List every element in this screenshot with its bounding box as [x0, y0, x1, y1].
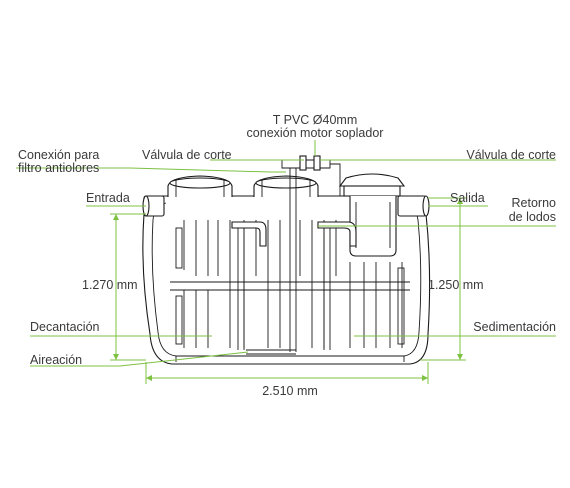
leader-lines	[16, 140, 556, 384]
manhole-left	[167, 175, 233, 197]
label-length: 2.510 mm	[262, 384, 318, 398]
inlet-pipe	[142, 195, 165, 217]
manhole-center	[253, 175, 319, 197]
label-conexion-motor: conexión motor soplador	[247, 126, 384, 140]
label-sedimentacion: Sedimentación	[473, 320, 556, 334]
label-filtro-antiolores: filtro antiolores	[18, 161, 99, 175]
label-conexion-para: Conexión para	[18, 148, 99, 162]
label-t-pvc: T PVC Ø40mm	[273, 113, 358, 127]
label-aireacion: Aireación	[30, 353, 82, 367]
label-height-right: 1.250 mm	[428, 278, 484, 292]
label-entrada: Entrada	[86, 191, 130, 205]
label-retorno: Retorno	[512, 196, 557, 210]
label-height-left: 1.270 mm	[82, 278, 138, 292]
label-valvula-right: Válvula de corte	[466, 148, 556, 162]
label-valvula-left: Válvula de corte	[142, 148, 232, 162]
outlet-pipe	[397, 195, 430, 217]
label-salida: Salida	[450, 191, 485, 205]
labels: T PVC Ø40mm conexión motor soplador Cone…	[18, 113, 556, 398]
t-pvc-fitting	[281, 155, 341, 196]
airlift-pipes	[231, 168, 357, 355]
label-decantacion: Decantación	[30, 320, 100, 334]
label-de-lodos: de lodos	[509, 210, 556, 224]
